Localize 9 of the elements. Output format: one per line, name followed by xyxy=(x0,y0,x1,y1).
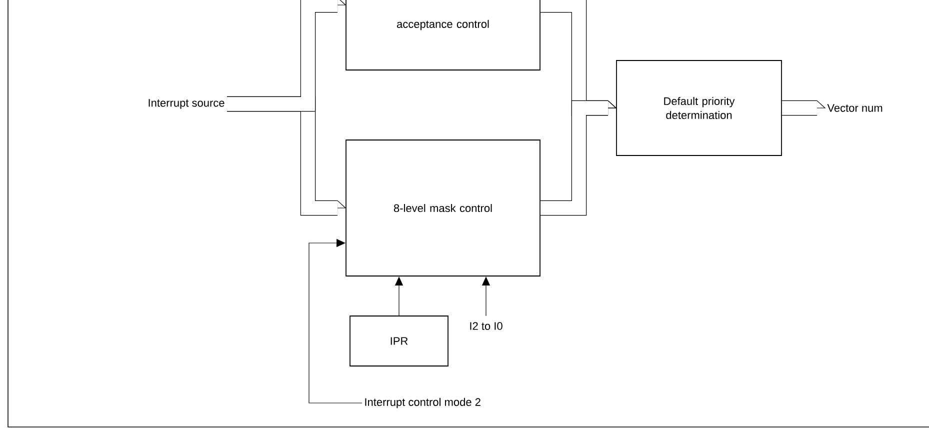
block-box: acceptance control xyxy=(346,0,540,70)
block-box: 8-level mask control xyxy=(346,140,540,276)
signal-label: I2 to I0 xyxy=(470,322,502,330)
signal-label: Interrupt control mode 2 xyxy=(365,398,480,408)
block-box: Default priority determination xyxy=(616,60,782,156)
signal-label: Vector num xyxy=(827,104,882,112)
block-box: IPR xyxy=(350,316,448,366)
signal-label: Interrupt source xyxy=(148,99,224,109)
arrow xyxy=(308,238,362,404)
